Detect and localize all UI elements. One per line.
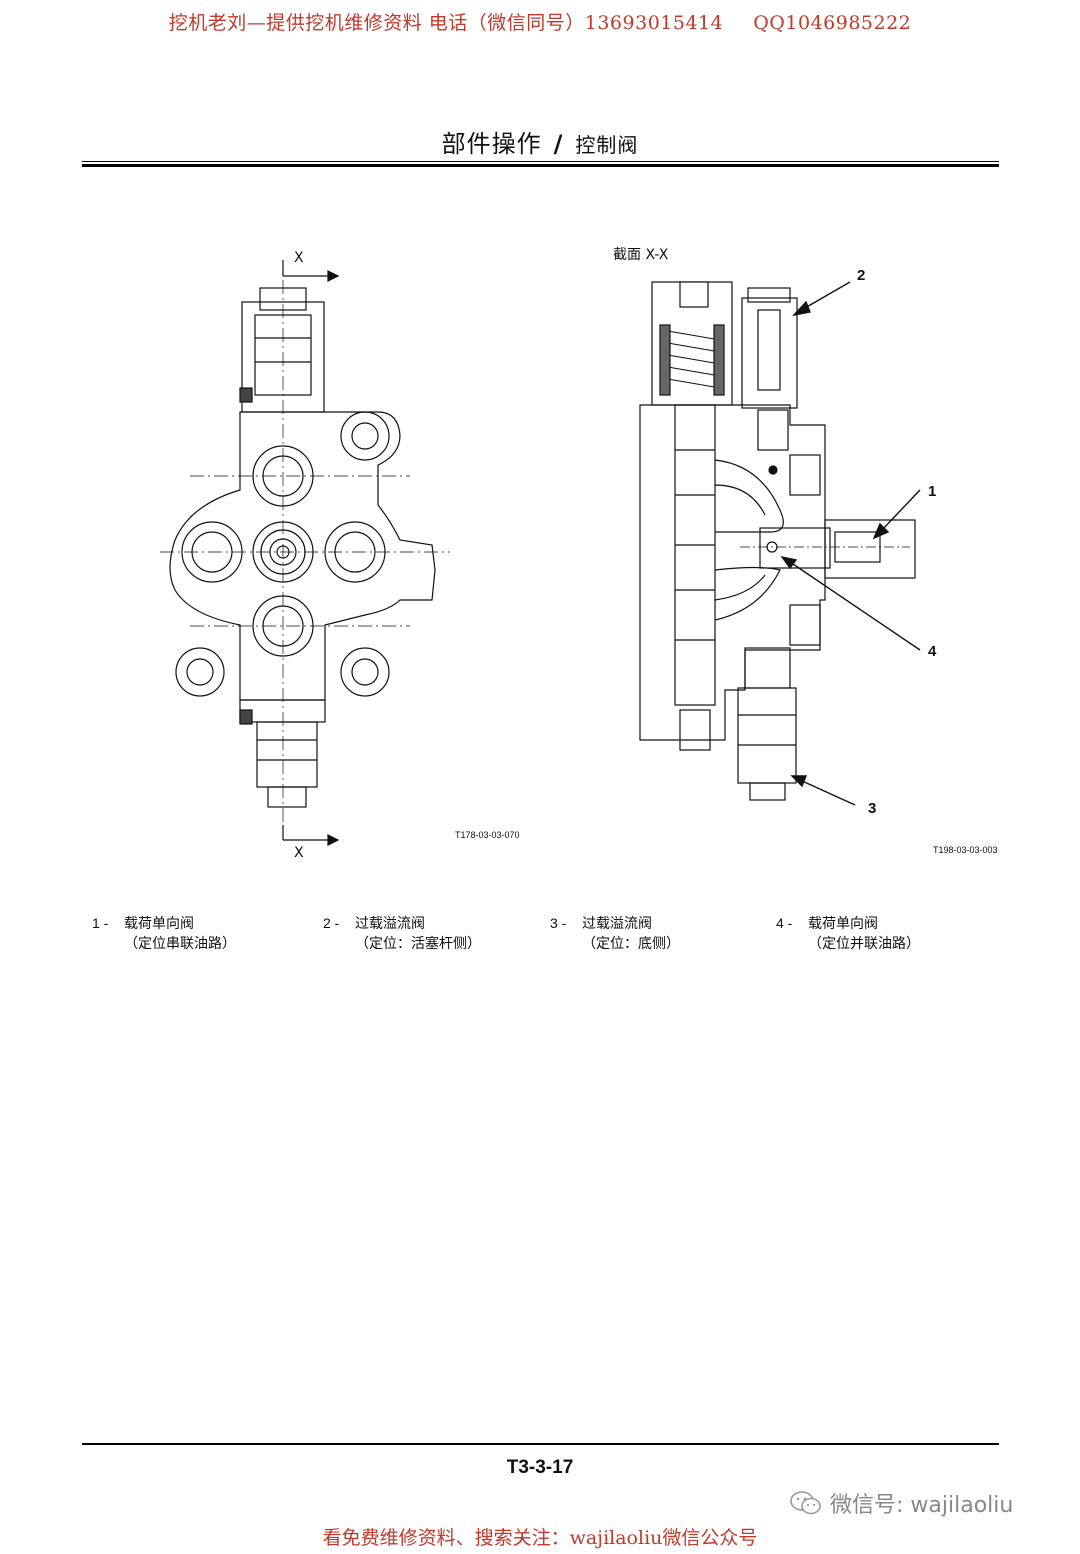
legend-desc: （定位：底侧）	[582, 936, 680, 952]
left-figure-code: T178-03-03-070	[455, 830, 520, 840]
legend-number: 2 -	[323, 915, 340, 931]
legend-item-4: 4 - 载荷单向阀 （定位并联油路）	[776, 913, 920, 954]
title-separator: /	[553, 130, 564, 158]
callout-arrow-2	[792, 300, 811, 317]
wechat-icon	[790, 1491, 821, 1515]
header-rule-thick	[82, 164, 999, 167]
banner-text: 挖机老刘—提供挖机维修资料 电话（微信同号）13693015414	[168, 12, 724, 34]
legend-number: 3 -	[550, 915, 567, 931]
control-valve-section-view	[639, 281, 921, 806]
load-check-valve-tandem	[824, 519, 916, 579]
relief-valve-rod-side	[741, 297, 798, 409]
section-mark-top: X	[294, 250, 304, 266]
legend-desc: （定位并联油路）	[808, 936, 920, 952]
page-title: 部件操作 / 控制阀	[0, 124, 1080, 159]
legend-name: 过载溢流阀	[582, 916, 652, 932]
footer-promo: 看免费维修资料、搜索关注：wajilaoliu微信公众号	[322, 1527, 758, 1549]
callout-label-2: 2	[857, 267, 866, 284]
legend-number: 1 -	[92, 915, 109, 931]
callout-label-3: 3	[868, 800, 877, 817]
control-valve-front-view	[160, 260, 450, 846]
banner-qq: QQ1046985222	[753, 12, 912, 34]
legend-number: 4 -	[776, 915, 793, 931]
legend-name: 载荷单向阀	[808, 916, 878, 932]
legend-desc: （定位：活塞杆侧）	[355, 936, 481, 952]
section-mark-bottom: X	[294, 845, 304, 861]
load-check-valve-parallel	[759, 527, 831, 569]
callout-arrow-3	[790, 775, 808, 788]
legend-name: 载荷单向阀	[124, 916, 194, 932]
bottom-flange	[239, 699, 326, 723]
passage-lower	[714, 566, 781, 621]
right-figure-code: T198-03-03-003	[933, 845, 998, 855]
bottom-relief-body	[256, 721, 318, 788]
legend-item-2: 2 - 过载溢流阀 （定位：活塞杆侧）	[323, 913, 481, 954]
section-housing	[639, 404, 826, 741]
section-title: 部件操作	[441, 130, 542, 158]
spool	[674, 404, 716, 706]
passage-upper	[714, 459, 784, 533]
legend-item-1: 1 - 载荷单向阀 （定位串联油路）	[92, 913, 236, 954]
callout-label-1: 1	[928, 483, 937, 500]
legend-item-3: 3 - 过载溢流阀 （定位：底侧）	[550, 913, 680, 954]
mount-hole-bottom-right	[340, 647, 390, 697]
legend-desc: （定位串联油路）	[124, 936, 236, 952]
spool-end	[679, 709, 711, 751]
bottom-cap	[267, 786, 307, 808]
header-rule-thin	[82, 161, 999, 162]
callout-label-4: 4	[928, 643, 937, 660]
mount-hole-bottom-left	[175, 647, 225, 697]
footer-rule	[82, 1443, 999, 1445]
upper-side-port	[789, 454, 821, 496]
relief-valve-bottom-head	[744, 647, 791, 689]
valve-body-outline	[169, 411, 436, 701]
callout-arrow-4	[780, 555, 798, 570]
mount-hole-top-right	[340, 411, 390, 461]
section-subtitle: 控制阀	[575, 133, 639, 157]
wechat-watermark: 微信号: wajilaoliu	[790, 1487, 1013, 1519]
callout-arrow-1	[872, 522, 890, 540]
relief-valve-bottom	[737, 687, 797, 784]
section-xx-label: 截面 X-X	[613, 247, 669, 263]
wechat-id: 微信号: wajilaoliu	[830, 1493, 1014, 1518]
legend-name: 过载溢流阀	[355, 916, 425, 932]
top-banner: 挖机老刘—提供挖机维修资料 电话（微信同号）13693015414 QQ10469…	[0, 8, 1080, 35]
lower-side-port	[789, 604, 821, 646]
page-number: T3-3-17	[506, 1457, 574, 1478]
